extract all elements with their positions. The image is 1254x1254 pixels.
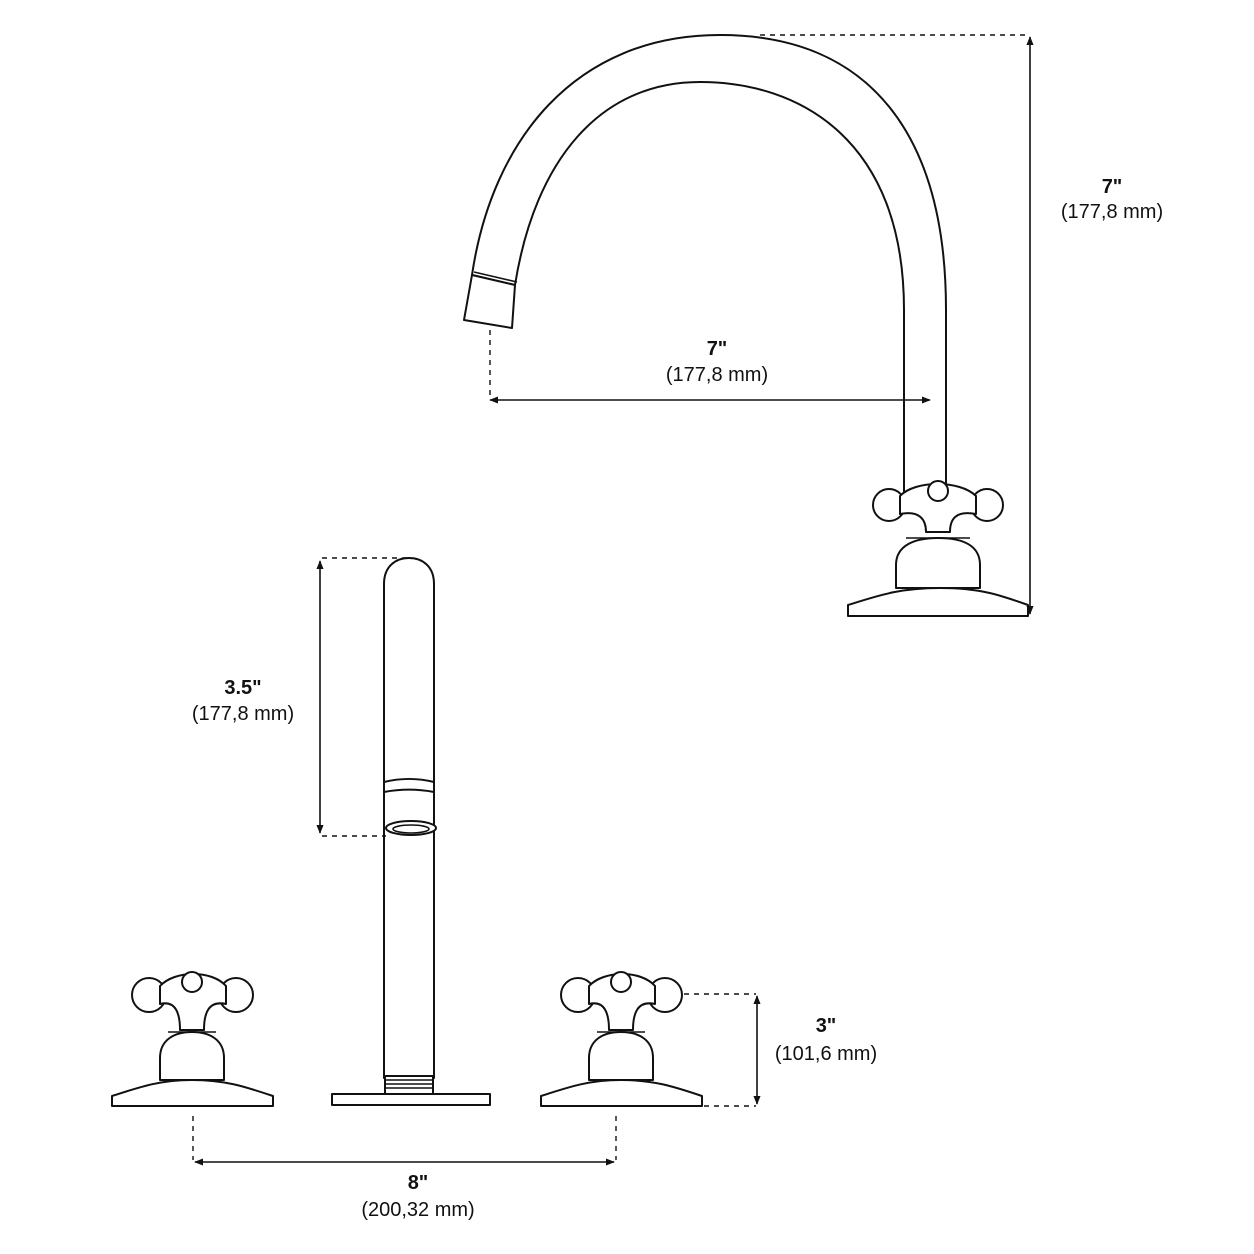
right-handle-dome	[588, 1031, 654, 1081]
side-sprayer	[383, 557, 437, 1079]
sprayer-height-mm: (177,8 mm)	[192, 703, 294, 725]
right-handle-escutcheon	[540, 1079, 703, 1107]
spout-height-mm: (177,8 mm)	[1061, 201, 1163, 223]
handle-height-inches: 3"	[816, 1015, 837, 1037]
gooseneck-spout	[471, 34, 947, 496]
sprayer-threaded-shank	[384, 1075, 434, 1095]
handle-spacing-dimension: 8" (200,32 mm)	[192, 1116, 617, 1221]
spout-cross-handle	[872, 480, 1004, 533]
spout-reach-mm: (177,8 mm)	[666, 364, 768, 386]
spout-height-inches: 7"	[1102, 176, 1123, 198]
sprayer-height-inches: 3.5"	[224, 677, 261, 699]
handle-spacing-mm: (200,32 mm)	[361, 1199, 474, 1221]
spout-base-dome	[895, 537, 981, 589]
handle-spacing-inches: 8"	[408, 1172, 429, 1194]
spout-height-dimension: 7" (177,8 mm)	[760, 34, 1163, 617]
left-handle-dome	[159, 1031, 225, 1081]
left-cross-handle	[131, 971, 254, 1031]
sprayer-base-plate	[331, 1093, 491, 1106]
spout-aerator	[463, 271, 518, 329]
spout-reach-inches: 7"	[707, 338, 728, 360]
right-cross-handle	[560, 971, 683, 1031]
handle-height-dimension: 3" (101,6 mm)	[684, 993, 877, 1107]
spout-escutcheon	[847, 587, 1029, 617]
left-handle-escutcheon	[111, 1079, 274, 1107]
handle-height-mm: (101,6 mm)	[775, 1043, 877, 1065]
spout-reach-dimension: 7" (177,8 mm)	[489, 330, 931, 404]
sprayer-height-dimension: 3.5" (177,8 mm)	[192, 557, 410, 837]
